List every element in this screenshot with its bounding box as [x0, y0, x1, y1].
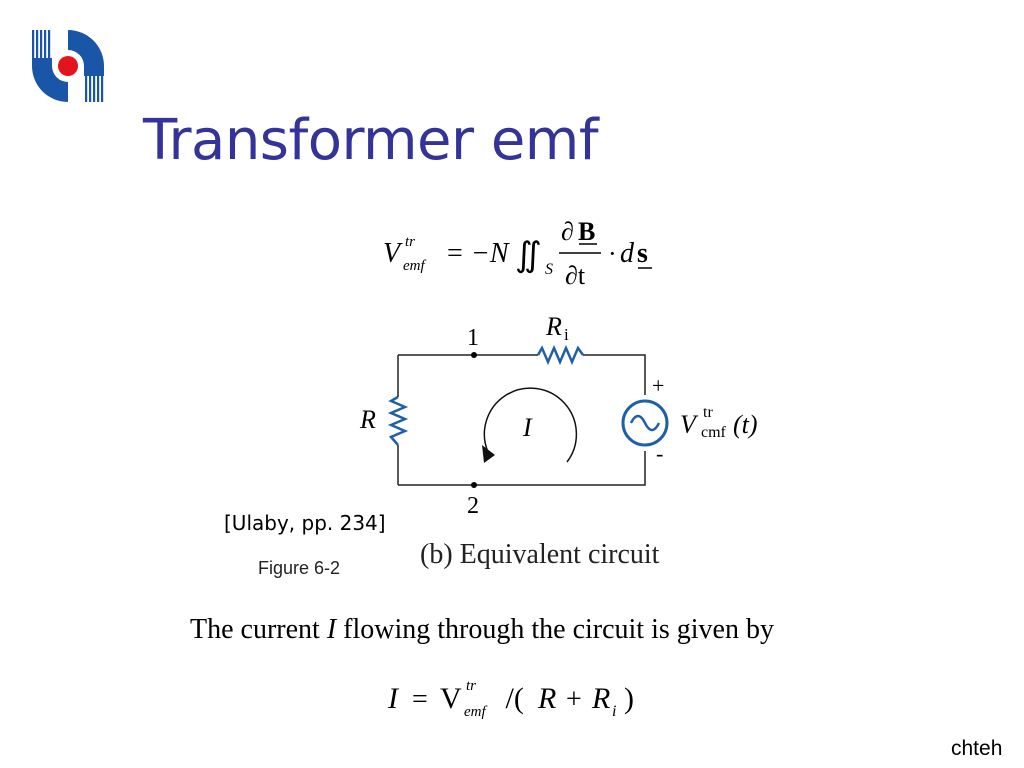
current-label: I: [522, 413, 533, 442]
sentence-var: I: [326, 614, 337, 645]
eq1-sup: tr: [405, 234, 415, 250]
eq1-surface-sub: S: [545, 261, 553, 278]
current-loop-arrow: [483, 387, 578, 463]
source-label-sub: cmf: [701, 424, 727, 441]
source-plus: +: [652, 373, 664, 398]
node-2-dot: [471, 482, 477, 488]
eq2-R: R: [537, 682, 556, 715]
eq2-V: V: [440, 682, 462, 715]
eq1-sub: emf: [403, 258, 426, 274]
eq1-equals: =: [447, 238, 463, 269]
eq2-close: ): [624, 682, 634, 715]
body-sentence: The current I flowing through the circui…: [190, 614, 774, 646]
resistor-ri-label-sub: i: [564, 325, 569, 344]
sentence-before: The current: [190, 614, 327, 645]
eq2-I: I: [387, 682, 400, 715]
slide-title: Transformer emf: [143, 108, 599, 173]
wire-bottom: [398, 451, 646, 486]
eq1-integral: ∬: [515, 237, 542, 274]
source-label-sup: tr: [703, 404, 713, 421]
eq1-V: V: [383, 238, 403, 269]
eq2-sup: tr: [466, 678, 476, 694]
eq2-equals: =: [412, 684, 428, 715]
eq1-num-B: B: [578, 217, 595, 246]
eq2-Ri-R: R: [591, 682, 610, 715]
sentence-after: flowing through the circuit is given by: [336, 614, 774, 645]
eq2-Ri-sub: i: [612, 703, 616, 720]
node-1-label: 1: [467, 325, 479, 351]
eq2-sub: emf: [464, 704, 487, 720]
resistor-ri-label-r: R: [545, 312, 562, 341]
eq1-s: s: [637, 238, 648, 269]
eq1-num-partial: ∂: [561, 217, 574, 246]
figure-caption: (b) Equivalent circuit: [420, 539, 660, 570]
logo-stripes-right: [85, 76, 104, 102]
current-arrowhead: [482, 445, 495, 463]
eq1-minus-n: −N: [471, 238, 510, 269]
resistor-r: [387, 395, 409, 446]
source-minus: -: [656, 441, 663, 466]
figure-label: Figure 6-2: [258, 558, 341, 578]
eq2-rest: /(: [498, 682, 524, 715]
ac-sine-icon: [629, 414, 661, 432]
eq1-d: d: [620, 238, 635, 269]
citation: [Ulaby, pp. 234]: [224, 511, 386, 535]
current-equation: I = V tr emf /( R + R i ): [387, 678, 634, 720]
resistor-r-label: R: [359, 405, 376, 434]
university-logo: [32, 30, 104, 102]
logo-stripes-left: [32, 30, 51, 58]
node-1-dot: [471, 352, 477, 358]
node-2-label: 2: [467, 493, 479, 519]
equivalent-circuit-diagram: 1 2 R i R I + - V tr cmf (t): [359, 312, 758, 519]
logo-left-shape: [32, 58, 68, 102]
footer-author: chteh: [951, 737, 1003, 760]
eq1-dot: ·: [608, 239, 617, 268]
source-label-arg: (t): [733, 410, 758, 439]
logo-red-dot: [58, 56, 78, 76]
resistor-ri: [536, 344, 585, 366]
wire-top-right: [583, 354, 646, 395]
source-label-v: V: [680, 410, 699, 439]
eq2-plus: +: [566, 684, 582, 715]
logo-right-shape: [68, 30, 104, 76]
eq1-den: ∂t: [565, 261, 586, 290]
transformer-emf-equation: V tr emf = −N ∬ S ∂ B ∂t · d s: [383, 217, 652, 290]
